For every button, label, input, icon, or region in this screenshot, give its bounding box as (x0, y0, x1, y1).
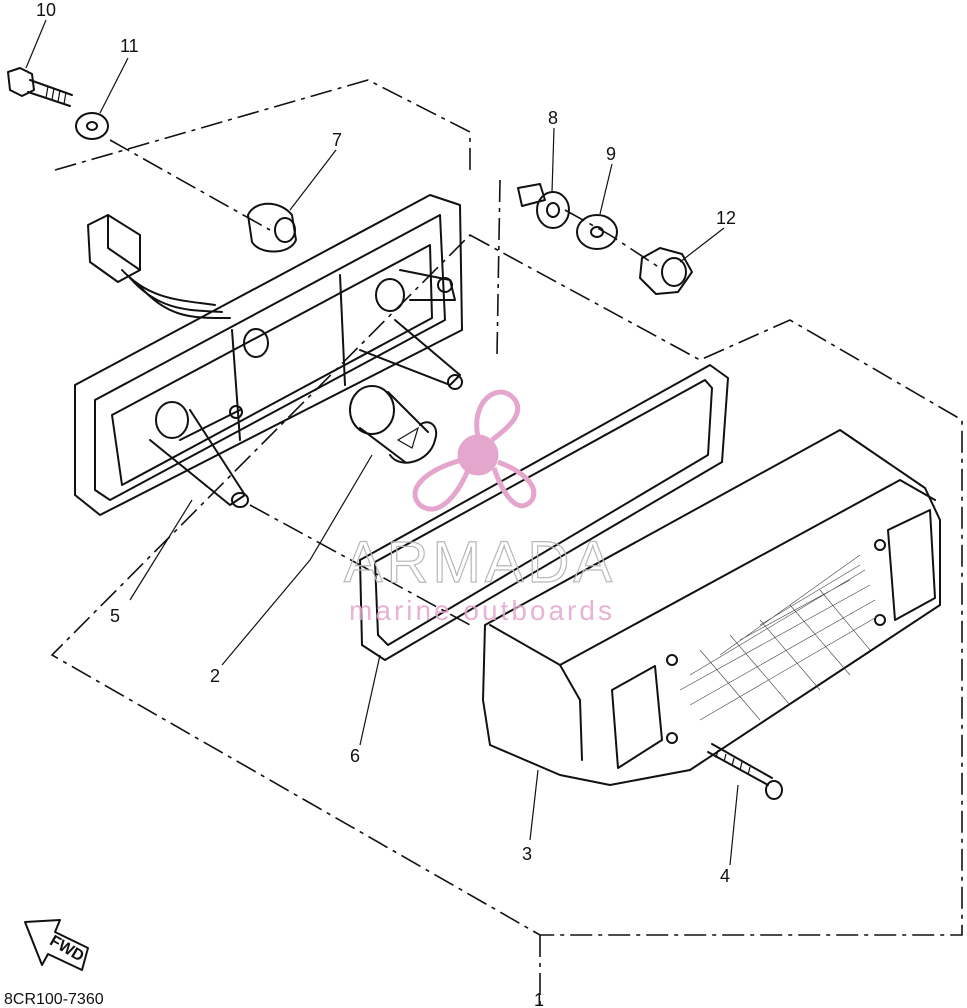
gasket-part-6 (359, 364, 729, 661)
callout-12: 12 (716, 208, 736, 228)
callout-labels: 10 11 7 8 9 12 5 2 6 3 4 1 (36, 0, 736, 1008)
callout-1: 1 (534, 990, 544, 1008)
screw-part-4 (707, 743, 783, 800)
fwd-arrow: FWD (24, 919, 89, 971)
callout-10: 10 (36, 0, 56, 20)
bulb-part-2 (349, 385, 438, 464)
callout-9: 9 (606, 144, 616, 164)
diagram-code: 8CR100-7360 (4, 991, 104, 1008)
grommet-part-7 (247, 202, 297, 253)
nut-part-12 (639, 247, 693, 295)
callout-11: 11 (120, 36, 139, 56)
callout-2: 2 (210, 666, 220, 686)
callout-5: 5 (110, 606, 120, 626)
housing-part-5 (74, 194, 463, 516)
washer-part-11 (75, 112, 109, 140)
washer-part-9 (576, 214, 618, 250)
wire-connector (87, 214, 231, 320)
watermark-tagline: marine outboards (349, 595, 615, 626)
callout-7: 7 (332, 130, 342, 150)
callout-8: 8 (548, 108, 558, 128)
lens-part-3 (482, 429, 941, 786)
callout-3: 3 (522, 844, 532, 864)
bolt-part-10 (7, 67, 73, 107)
callout-6: 6 (350, 746, 360, 766)
propeller-logo (412, 389, 537, 512)
assembly-boundary (50, 79, 963, 936)
leader-lines (25, 19, 739, 866)
watermark-brand: ARMADA (344, 530, 616, 595)
collar-part-8 (517, 183, 570, 229)
watermark: ARMADA marine outboards (343, 389, 616, 626)
callout-4: 4 (720, 866, 730, 886)
